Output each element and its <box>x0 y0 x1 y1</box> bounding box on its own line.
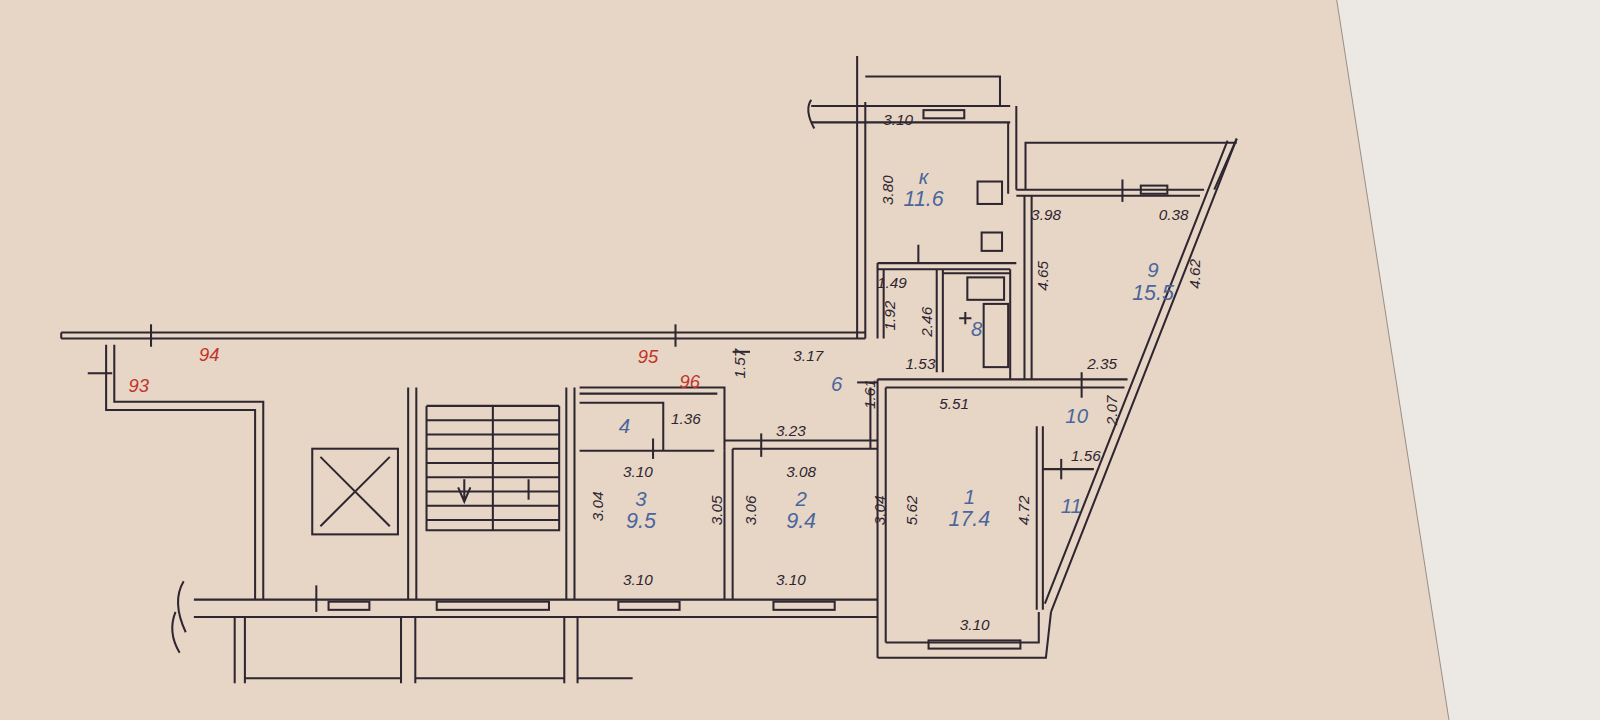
dimension: 1.92 <box>881 300 896 330</box>
area-number: 95 <box>638 348 658 366</box>
room-label: 4 <box>619 416 630 437</box>
room-label: 915.5 <box>1132 260 1174 304</box>
room-number: 1 <box>948 486 990 507</box>
room-number: 4 <box>619 416 630 437</box>
room-number: 10 <box>1065 405 1088 426</box>
dimension: 2.07 <box>1104 395 1119 425</box>
room-number: 3 <box>626 488 656 509</box>
room-number: 11 <box>1061 495 1082 516</box>
dimension: 3.08 <box>786 463 816 478</box>
dimension: 5.51 <box>939 395 969 410</box>
dimension: 4.65 <box>1034 260 1049 290</box>
area-number: 94 <box>199 346 219 364</box>
room-label: 6 <box>831 373 842 394</box>
room-number: 9 <box>1132 260 1174 281</box>
room-area: 15.5 <box>1132 281 1174 303</box>
dimension: 3.10 <box>623 463 653 478</box>
dimension: 1.53 <box>906 355 936 370</box>
dimension: 3.05 <box>708 495 723 525</box>
dimension: 1.61 <box>861 379 876 409</box>
area-number: 93 <box>129 376 149 394</box>
dimension: 2.35 <box>1087 355 1117 370</box>
room-label: 29.4 <box>786 488 816 532</box>
dimension: 2.46 <box>918 306 933 336</box>
dimension: 3.06 <box>742 495 757 525</box>
room-number: к <box>904 166 944 187</box>
dimension: 3.10 <box>623 572 653 587</box>
dimension: 3.10 <box>776 572 806 587</box>
dimension: 1.57 <box>731 348 746 378</box>
room-label: 117.4 <box>948 486 990 530</box>
dimension: 1.36 <box>671 410 701 425</box>
area-number: 96 <box>680 372 700 390</box>
dimension: 3.04 <box>871 495 886 525</box>
dimension: 3.04 <box>589 491 604 521</box>
room-label: 11 <box>1061 495 1082 516</box>
dimension: 0.38 <box>1159 207 1189 222</box>
dimension: 3.10 <box>883 112 913 127</box>
dimension: 3.17 <box>793 347 823 362</box>
dimension: 3.80 <box>879 175 894 205</box>
room-area: 11.6 <box>904 187 944 209</box>
room-label: 8 <box>971 318 982 339</box>
dimension: 3.98 <box>1031 207 1061 222</box>
dimension: 4.72 <box>1015 495 1030 525</box>
room-number: 6 <box>831 373 842 394</box>
dimension: 1.56 <box>1071 447 1101 462</box>
dimension: 1.49 <box>877 274 907 289</box>
room-area: 17.4 <box>948 507 990 529</box>
room-label: к11.6 <box>904 166 944 210</box>
room-number: 2 <box>786 488 816 509</box>
room-area: 9.5 <box>626 509 656 531</box>
dimension: 5.62 <box>904 495 919 525</box>
room-number: 8 <box>971 318 982 339</box>
dimension: 3.10 <box>960 616 990 631</box>
dimension: 3.23 <box>776 423 806 438</box>
room-area: 9.4 <box>786 509 816 531</box>
room-label: 39.5 <box>626 488 656 532</box>
room-label: 10 <box>1065 405 1088 426</box>
dimension: 4.62 <box>1186 258 1201 288</box>
